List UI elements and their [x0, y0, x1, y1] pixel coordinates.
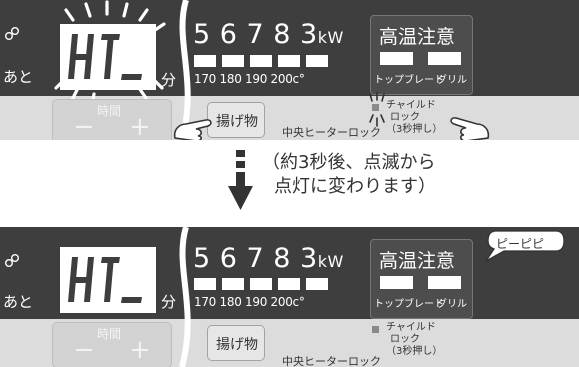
top-plate-label: トップブレート — [374, 299, 444, 310]
child-lock-indicator — [372, 326, 379, 333]
grill-label: グリル — [437, 75, 467, 86]
power-segment — [306, 278, 328, 290]
top-plate-indicator — [380, 52, 413, 65]
power-segment — [278, 55, 300, 67]
fry-button[interactable]: 揚げ物 — [207, 102, 265, 138]
blink-rays-icon — [54, 0, 166, 108]
power-segment — [278, 278, 300, 290]
panel-curve-divider — [179, 227, 191, 367]
pointing-hand-icon — [173, 119, 212, 140]
high-temp-caution-panel: 高温注意 トップブレート グリル — [370, 15, 473, 95]
power-segment — [222, 55, 244, 67]
power-segment — [194, 55, 216, 67]
hi-display-glyphs — [68, 34, 142, 80]
hi-display-glyphs — [68, 257, 142, 303]
timer-minus-button[interactable]: − — [73, 335, 95, 365]
pointing-hand-icon — [450, 117, 490, 140]
control-panel-after: あと 分 5 6 7 8 3kW 170 180 190 200c° 高温注意 … — [0, 227, 579, 367]
timer-label: 時間 — [97, 327, 122, 341]
prefix-label: あと — [3, 293, 34, 311]
child-lock-button[interactable]: チャイルド ロック （3秒押し） — [386, 100, 443, 135]
suffix-label: 分 — [161, 71, 177, 89]
beep-sound-label: ピーピピ — [496, 237, 545, 251]
center-heater-lock-label: 中央ヒーターロック — [282, 355, 381, 367]
child-lock-button[interactable]: チャイルド ロック （3秒押し） — [386, 322, 443, 357]
grill-indicator — [428, 276, 461, 289]
transition-caption: （約3秒後、点滅から 点灯に変わります） — [262, 152, 436, 197]
control-panel-before: あと 分 5 — [0, 0, 579, 140]
heat-level-icon — [5, 254, 19, 267]
timer-control: 時間 − + — [52, 322, 172, 367]
high-temp-caution-panel: 高温注意 トップブレート グリル — [370, 239, 473, 319]
grill-label: グリル — [437, 299, 467, 310]
timer-plus-button[interactable]: + — [129, 335, 151, 365]
child-lock-indicator — [372, 104, 379, 111]
press-rays-icon — [369, 92, 385, 127]
timer-control: 時間 − + — [52, 99, 172, 140]
power-segment — [250, 278, 272, 290]
grill-indicator — [428, 52, 461, 65]
beep-speech-bubble — [485, 230, 565, 262]
power-segment — [250, 55, 272, 67]
time-display — [60, 24, 156, 90]
power-segment — [222, 278, 244, 290]
timer-label: 時間 — [97, 104, 122, 118]
top-plate-indicator — [380, 276, 413, 289]
power-levels: 5 6 7 8 3kW — [193, 19, 344, 50]
center-heater-lock-label: 中央ヒーターロック — [282, 126, 381, 139]
power-levels: 5 6 7 8 3kW — [193, 243, 344, 274]
heat-level-icon — [5, 27, 19, 40]
timer-minus-button[interactable]: − — [73, 112, 95, 140]
temperature-labels: 170 180 190 200c° — [194, 295, 305, 309]
power-segment — [306, 55, 328, 67]
down-arrow-icon — [228, 150, 253, 210]
fry-button[interactable]: 揚げ物 — [207, 325, 265, 361]
top-plate-label: トップブレート — [374, 75, 444, 86]
time-display — [60, 247, 156, 313]
high-temp-caution-label: 高温注意 — [379, 250, 456, 272]
suffix-label: 分 — [161, 293, 177, 311]
prefix-label: あと — [3, 68, 34, 86]
high-temp-caution-label: 高温注意 — [379, 26, 456, 48]
panel-curve-divider — [179, 0, 191, 140]
timer-plus-button[interactable]: + — [129, 112, 151, 140]
temperature-labels: 170 180 190 200c° — [194, 72, 305, 86]
power-segment — [194, 278, 216, 290]
